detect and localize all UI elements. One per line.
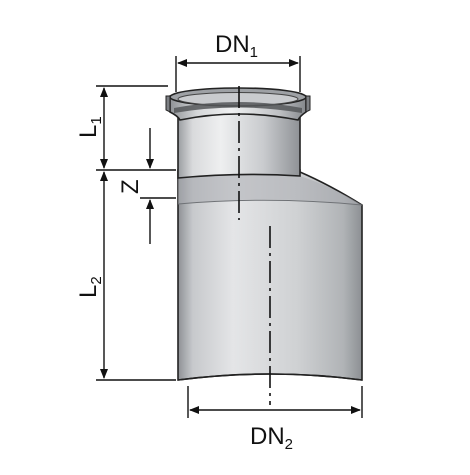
dimension-labels: DN1 DN2 L1 L2 Z	[75, 31, 293, 453]
pipe-body	[165, 87, 363, 381]
z-label: Z	[117, 179, 144, 194]
seal-ring	[174, 102, 302, 113]
taper-edge-line	[177, 199, 363, 206]
dn1-subscript: 1	[250, 44, 258, 61]
l2-label: L2	[75, 276, 105, 298]
socket-lip-left	[165, 95, 171, 113]
dn2-subscript: 2	[285, 436, 293, 453]
dn1-label: DN1	[215, 31, 258, 61]
l2-subscript: 2	[88, 276, 105, 284]
l1-subscript: 1	[88, 116, 105, 124]
socket-lip-right	[305, 95, 311, 113]
l1-label: L1	[75, 116, 105, 138]
upper-pipe-section	[177, 109, 301, 179]
dimensions	[96, 56, 363, 418]
taper-shoulder	[178, 174, 362, 205]
center-lines	[238, 86, 271, 405]
dn2-label: DN2	[250, 423, 293, 453]
